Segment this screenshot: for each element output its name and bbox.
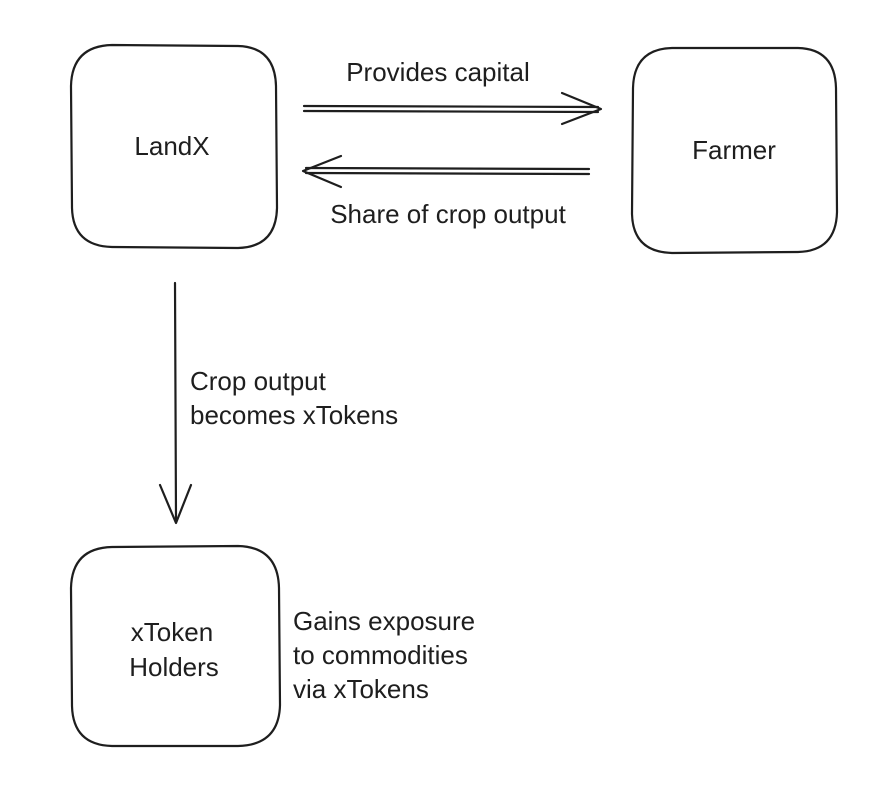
holders-note-line-2: to commodities (293, 640, 468, 670)
farmer-node: Farmer (630, 46, 839, 255)
holders-label-line-1: xToken (131, 617, 213, 647)
holders-note: Gains exposure to commodities via xToken… (293, 606, 475, 704)
holders-node: xToken Holders (69, 544, 282, 748)
arrow-provides-capital-shaft-2 (302, 109, 600, 114)
holders-box (69, 544, 282, 748)
arrow-crop-output-shaft (173, 281, 178, 522)
landx-node: LandX (69, 43, 279, 250)
landx-box (69, 43, 279, 250)
arrow-share-of-crop-output: Share of crop output (301, 154, 591, 229)
arrow-provides-capital-head (560, 91, 603, 126)
arrow-share-shaft-1 (304, 166, 591, 171)
arrow-crop-output-becomes-xtokens: Crop output becomes xTokens (158, 281, 398, 525)
provides-capital-label: Provides capital (346, 57, 530, 87)
crop-output-label-line-2: becomes xTokens (190, 400, 398, 430)
farmer-label: Farmer (692, 135, 776, 165)
landx-label: LandX (134, 131, 209, 161)
farmer-box (630, 46, 839, 255)
crop-output-label-line-1: Crop output (190, 366, 327, 396)
arrow-share-shaft-2 (304, 171, 591, 176)
holders-note-line-1: Gains exposure (293, 606, 475, 636)
arrow-provides-capital-shaft-1 (302, 104, 600, 109)
share-of-crop-output-label: Share of crop output (330, 199, 566, 229)
holders-label-line-2: Holders (129, 652, 219, 682)
arrow-share-head (301, 154, 343, 189)
holders-note-line-3: via xTokens (293, 674, 429, 704)
arrow-provides-capital: Provides capital (302, 57, 603, 126)
arrow-crop-output-head (158, 483, 193, 525)
